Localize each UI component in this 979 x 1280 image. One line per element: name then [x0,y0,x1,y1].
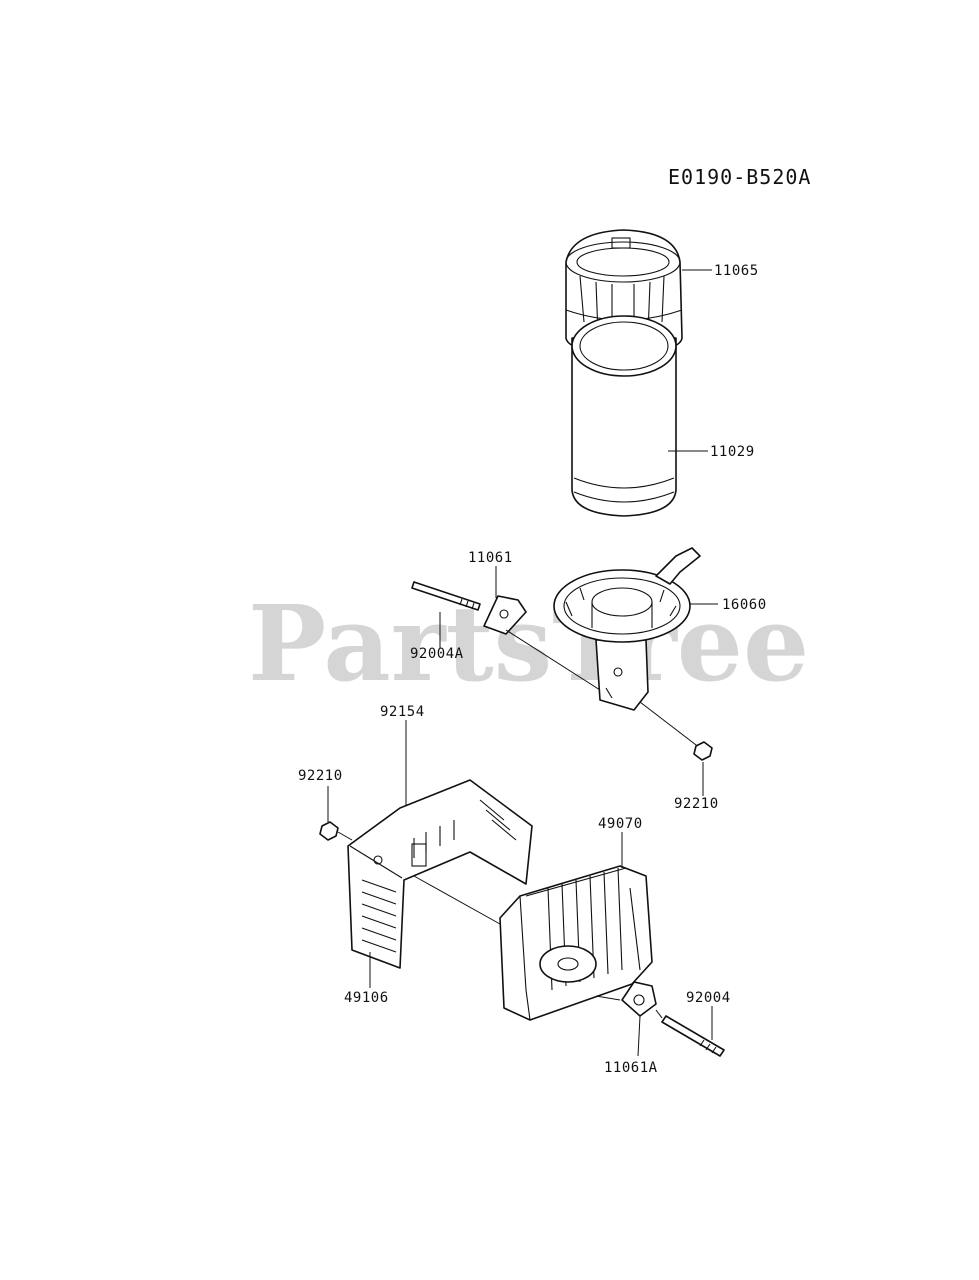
callout-11061: 11061 [468,550,513,566]
part-gasket-lower[interactable] [621,981,657,1017]
part-nut-right[interactable] [693,741,713,761]
callout-92154: 92154 [380,704,425,720]
part-gasket-upper[interactable] [483,595,527,635]
callout-49070: 49070 [598,816,643,832]
callout-92004: 92004 [686,990,731,1006]
callout-92004A: 92004A [410,646,464,662]
callout-49106: 49106 [344,990,389,1006]
callout-92210-right: 92210 [674,796,719,812]
part-nut-left[interactable] [319,821,339,841]
part-air-cleaner-base[interactable] [553,547,701,711]
part-stud-lower[interactable] [661,1015,725,1057]
part-muffler[interactable] [499,865,653,1021]
callout-11029: 11029 [710,444,755,460]
callout-11065: 11065 [714,263,759,279]
part-filter-element[interactable] [571,315,677,517]
part-muffler-cover[interactable] [347,779,533,969]
callout-11061A: 11061A [604,1060,658,1076]
watermark: PartsTree [248,582,809,705]
part-stud-upper[interactable] [411,581,481,611]
callout-16060: 16060 [722,597,767,613]
callout-92210-left: 92210 [298,768,343,784]
diagram-code: E0190-B520A [668,165,811,189]
